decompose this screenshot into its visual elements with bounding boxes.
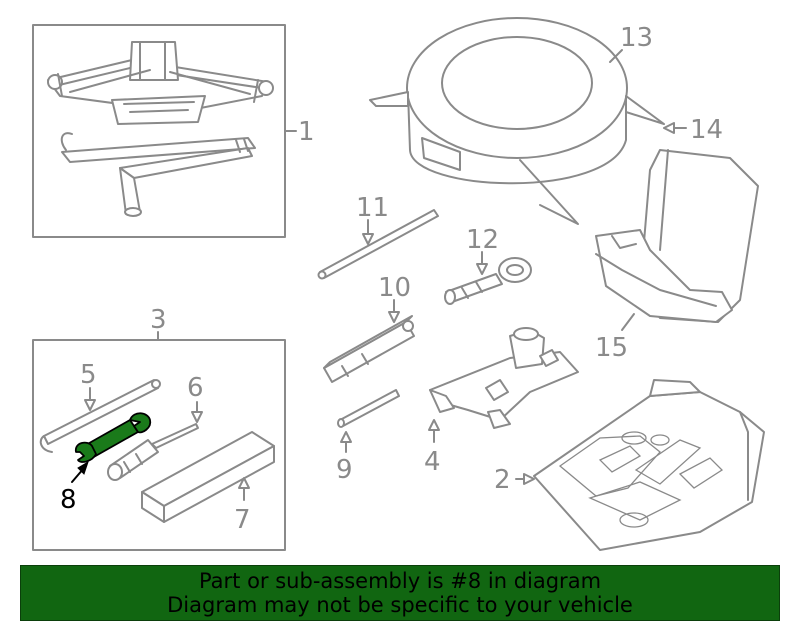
callout-13: 13 bbox=[620, 23, 653, 53]
callout-10: 10 bbox=[378, 273, 411, 303]
leader-arrow-8 bbox=[77, 460, 89, 475]
pin bbox=[337, 389, 400, 428]
leader-line-13 bbox=[609, 49, 623, 63]
callout-8: 8 bbox=[60, 485, 77, 515]
screwdriver bbox=[107, 423, 199, 481]
jack-bracket bbox=[429, 327, 579, 429]
callout-9: 9 bbox=[336, 455, 353, 485]
pry-bar bbox=[39, 379, 161, 453]
callout-1: 1 bbox=[298, 117, 315, 147]
leader-line-15 bbox=[621, 313, 635, 331]
scissor-jack bbox=[47, 41, 274, 125]
jack-handle bbox=[60, 132, 256, 217]
callout-14: 14 bbox=[690, 115, 723, 145]
rod bbox=[317, 209, 439, 280]
box-wrench bbox=[323, 315, 415, 383]
tool-pouch bbox=[141, 431, 275, 523]
highlighted-wrench-part-8[interactable] bbox=[75, 412, 152, 463]
tow-eye bbox=[444, 257, 532, 305]
callout-5: 5 bbox=[80, 360, 97, 390]
callout-3: 3 bbox=[150, 305, 167, 335]
callout-7: 7 bbox=[234, 505, 251, 535]
callout-6: 6 bbox=[187, 373, 204, 403]
callout-4: 4 bbox=[424, 447, 441, 477]
banner-line-2: Diagram may not be specific to your vehi… bbox=[167, 593, 633, 617]
banner-line-1: Part or sub-assembly is #8 in diagram bbox=[198, 569, 602, 593]
storage-tray bbox=[533, 379, 765, 551]
callout-15: 15 bbox=[595, 333, 628, 363]
parts-diagram: 1 13 14 15 11 12 bbox=[32, 17, 765, 551]
callout-2: 2 bbox=[494, 465, 511, 495]
callout-11: 11 bbox=[356, 193, 389, 223]
callout-12: 12 bbox=[466, 225, 499, 255]
spare-tire-cover bbox=[369, 17, 665, 225]
info-banner: Part or sub-assembly is #8 in diagram Di… bbox=[20, 565, 780, 621]
tray-insert bbox=[595, 149, 759, 323]
